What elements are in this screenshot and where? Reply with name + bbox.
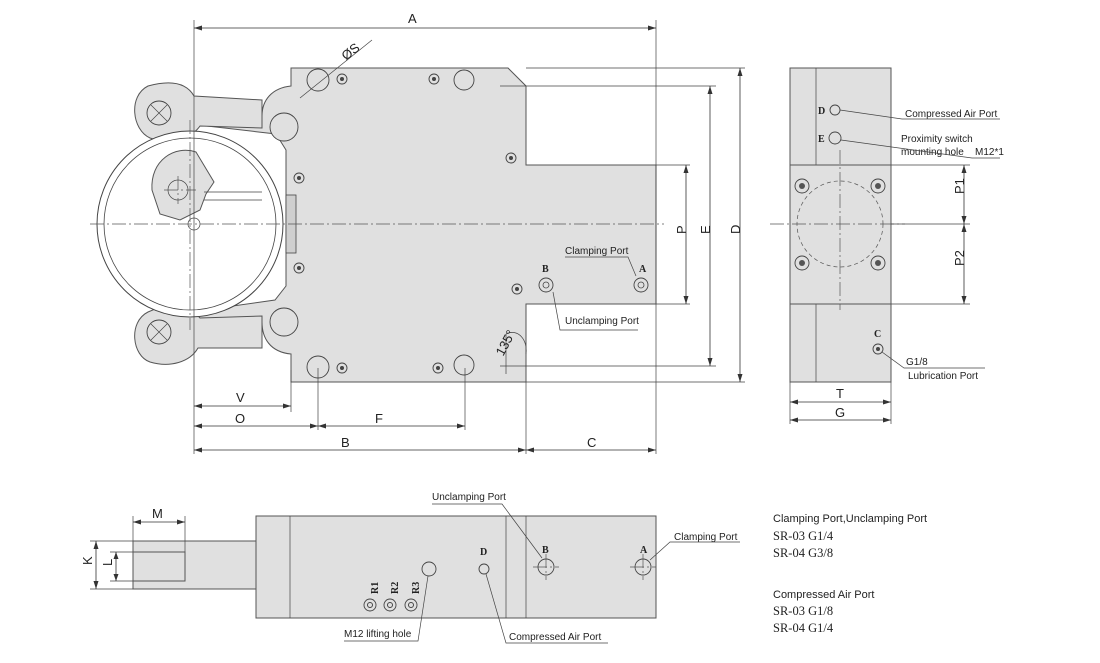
svg-text:G: G <box>835 405 845 420</box>
port-e-side <box>828 131 842 145</box>
inner-linkage <box>151 149 215 221</box>
front-body <box>255 515 657 619</box>
dimension-o: O <box>194 411 318 429</box>
svg-text:D: D <box>480 547 487 558</box>
dimension-k: K <box>80 541 99 589</box>
clamp-spec-title: Clamping Port,Unclamping Port <box>773 513 927 525</box>
port-a-label: A <box>639 264 647 275</box>
dimension-m: M <box>133 506 185 525</box>
front-rod-tip <box>132 551 186 582</box>
compressed-air-label-side: Compressed Air Port <box>905 109 997 120</box>
dim-s: ØS <box>338 40 362 64</box>
svg-text:T: T <box>836 386 844 401</box>
dimension-f: F <box>318 411 465 429</box>
svg-text:C: C <box>587 435 596 450</box>
lifting-hole-label: M12 lifting hole <box>344 629 412 640</box>
dimension-c: C <box>526 435 656 453</box>
dimension-e: E <box>698 86 713 366</box>
clamp-spec-row-1: SR-03 G1/4 <box>773 529 834 543</box>
svg-text:R3: R3 <box>411 582 422 594</box>
dimension-b: B <box>194 435 526 453</box>
dimension-v: V <box>194 390 291 409</box>
air-spec-row-2: SR-04 G1/4 <box>773 621 834 635</box>
svg-text:O: O <box>235 411 245 426</box>
dimension-g: G <box>790 405 891 423</box>
svg-text:M: M <box>152 506 163 521</box>
side-view: D E C Compressed Air Port Proximity swit… <box>770 67 1004 424</box>
unclamping-port-label-front: Unclamping Port <box>432 492 506 503</box>
svg-text:R2: R2 <box>390 582 401 594</box>
small-screws <box>293 73 523 374</box>
svg-text:D: D <box>818 106 825 117</box>
clamp-spec-row-2: SR-04 G3/8 <box>773 546 833 560</box>
dimension-p1: P1 <box>952 165 967 224</box>
svg-text:P2: P2 <box>952 250 967 266</box>
port-d-side <box>829 104 841 116</box>
air-spec-row-1: SR-03 G1/8 <box>773 604 833 618</box>
svg-text:R1: R1 <box>370 582 381 594</box>
proximity-thread: M12*1 <box>975 147 1004 158</box>
port-b-label: B <box>542 264 549 275</box>
lubrication-thread: G1/8 <box>906 357 928 368</box>
port-a-top <box>633 277 649 293</box>
svg-text:B: B <box>341 435 350 450</box>
dimension-p2: P2 <box>952 224 967 304</box>
svg-text:A: A <box>408 11 417 26</box>
svg-text:K: K <box>80 556 95 565</box>
r-holes <box>363 598 418 612</box>
dimension-t: T <box>790 386 891 405</box>
hole-top-right <box>453 69 475 91</box>
lifting-hole <box>421 561 437 577</box>
dimension-l: L <box>100 552 119 581</box>
svg-text:D: D <box>728 225 743 234</box>
lubrication-port-label: Lubrication Port <box>908 371 978 382</box>
port-b-top <box>538 277 554 293</box>
dimension-p: P <box>674 165 689 304</box>
front-view: R1 R2 R3 D B A Unclamping Port Clamping … <box>80 492 740 644</box>
air-spec-title: Compressed Air Port <box>773 589 874 601</box>
dimension-d: D <box>728 68 743 382</box>
lower-pivot-hole <box>269 307 299 337</box>
svg-text:F: F <box>375 411 383 426</box>
svg-text:C: C <box>874 329 881 340</box>
svg-text:A: A <box>640 545 648 556</box>
port-specs: Clamping Port,Unclamping Port SR-03 G1/4… <box>773 513 927 635</box>
hole-bottom-right <box>453 354 475 376</box>
proximity-label-line1: Proximity switch <box>901 134 973 145</box>
svg-text:E: E <box>698 225 713 234</box>
unclamping-port-label-top: Unclamping Port <box>565 316 639 327</box>
svg-text:L: L <box>100 559 115 566</box>
dimension-a: A <box>194 11 656 31</box>
clamping-port-label-top: Clamping Port <box>565 246 629 257</box>
svg-text:P: P <box>674 225 689 234</box>
port-d-front <box>478 563 490 575</box>
svg-text:V: V <box>236 390 245 405</box>
upper-pivot-hole <box>269 112 299 142</box>
side-screws <box>794 178 886 271</box>
top-view: B A Clamping Port Unclamping Port 135° Ø… <box>90 11 745 454</box>
svg-text:E: E <box>818 134 825 145</box>
compressed-air-label-front: Compressed Air Port <box>509 632 601 643</box>
clamping-port-label-front: Clamping Port <box>674 532 738 543</box>
svg-text:P1: P1 <box>952 178 967 194</box>
svg-text:B: B <box>542 545 549 556</box>
hole-s-top-left <box>306 68 330 92</box>
